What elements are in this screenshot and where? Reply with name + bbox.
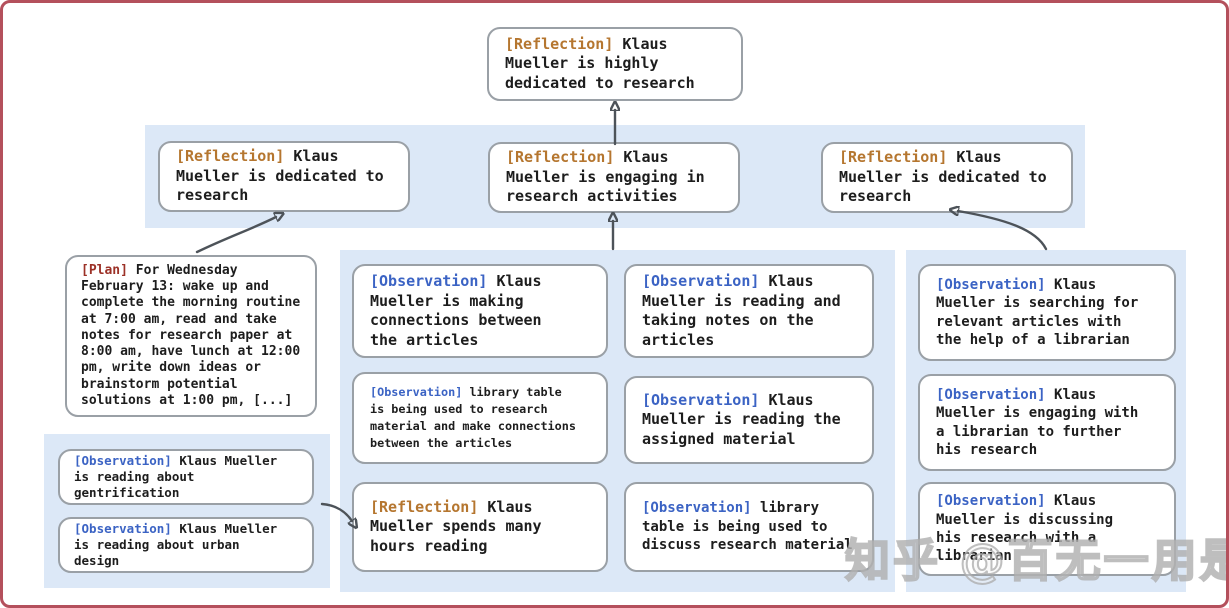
node-text: Klaus Mueller is making connections betw… xyxy=(370,272,542,349)
node-text: Klaus Mueller is dedicated to research xyxy=(176,147,384,205)
observation-tag: [Observation] xyxy=(936,276,1046,293)
node-reflection-middle: [Reflection] Klaus Mueller is engaging i… xyxy=(488,142,740,213)
node-text: Klaus Mueller is reading and taking note… xyxy=(642,272,841,349)
node-reflection-left: [Reflection] Klaus Mueller is dedicated … xyxy=(158,141,410,212)
node-text: For Wednesday February 13: wake up and c… xyxy=(81,262,301,408)
observation-tag: [Observation] xyxy=(642,390,760,409)
node-observation-library-discuss: [Observation] library table is being use… xyxy=(624,482,874,572)
observation-tag: [Observation] xyxy=(370,384,463,399)
node-text: Klaus Mueller is highly dedicated to res… xyxy=(505,34,695,92)
reflection-tag: [Reflection] xyxy=(176,147,285,166)
node-observation-connections: [Observation] Klaus Mueller is making co… xyxy=(352,264,608,358)
reflection-tag: [Reflection] xyxy=(505,34,614,53)
node-text: Klaus Mueller is discussing his research… xyxy=(936,493,1114,565)
node-text: Klaus Mueller is dedicated to research xyxy=(839,148,1047,206)
reflection-tag: [Reflection] xyxy=(370,497,479,516)
plan-tag: [Plan] xyxy=(81,262,128,278)
node-observation-searching-articles: [Observation] Klaus Mueller is searching… xyxy=(918,264,1176,361)
node-observation-taking-notes: [Observation] Klaus Mueller is reading a… xyxy=(624,264,874,358)
node-text: Klaus Mueller is reading the assigned ma… xyxy=(642,390,841,448)
reflection-tag: [Reflection] xyxy=(839,148,948,167)
node-text: library table is being used to discuss r… xyxy=(642,500,853,554)
node-text: Klaus Mueller spends many hours reading xyxy=(370,497,542,555)
observation-tag: [Observation] xyxy=(370,272,488,290)
observation-tag: [Observation] xyxy=(936,493,1046,510)
node-reflection-hours-reading: [Reflection] Klaus Mueller spends many h… xyxy=(352,482,608,572)
node-observation-discussing-research: [Observation] Klaus Mueller is discussin… xyxy=(918,482,1176,576)
observation-tag: [Observation] xyxy=(74,452,172,468)
node-text: Klaus Mueller is engaging with a librari… xyxy=(936,386,1139,458)
node-plan: [Plan] For Wednesday February 13: wake u… xyxy=(65,255,317,417)
node-text: Klaus Mueller is reading about urban des… xyxy=(74,520,278,569)
observation-tag: [Observation] xyxy=(936,386,1046,403)
observation-tag: [Observation] xyxy=(74,520,172,536)
node-text: library table is being used to research … xyxy=(370,384,576,451)
node-text: Klaus Mueller is engaging in research ac… xyxy=(506,148,705,206)
node-observation-library-research: [Observation] library table is being use… xyxy=(352,372,608,464)
node-observation-gentrification: [Observation] Klaus Mueller is reading a… xyxy=(58,449,314,505)
observation-tag: [Observation] xyxy=(642,272,760,290)
observation-tag: [Observation] xyxy=(642,500,752,517)
node-reflection-right: [Reflection] Klaus Mueller is dedicated … xyxy=(821,142,1073,213)
node-observation-engaging-librarian: [Observation] Klaus Mueller is engaging … xyxy=(918,374,1176,471)
node-root-reflection: [Reflection] Klaus Mueller is highly ded… xyxy=(487,27,743,101)
node-text: Klaus Mueller is searching for relevant … xyxy=(936,276,1139,348)
node-observation-urban-design: [Observation] Klaus Mueller is reading a… xyxy=(58,517,314,573)
node-text: Klaus Mueller is reading about gentrific… xyxy=(74,452,278,501)
node-observation-assigned-material: [Observation] Klaus Mueller is reading t… xyxy=(624,376,874,464)
reflection-tag: [Reflection] xyxy=(506,148,615,167)
